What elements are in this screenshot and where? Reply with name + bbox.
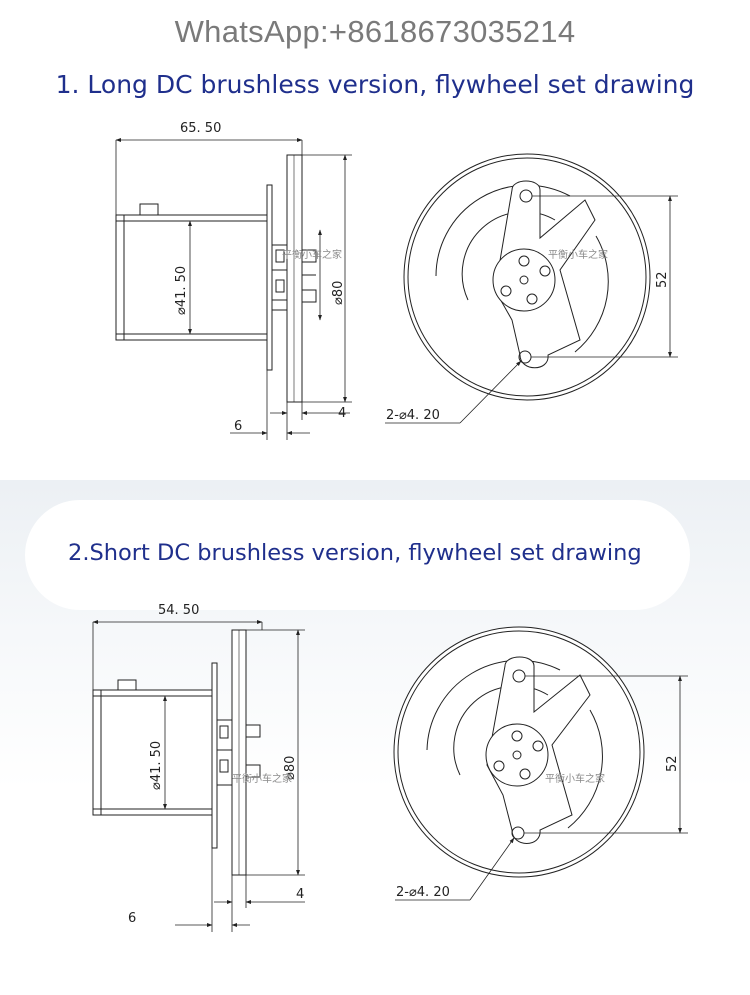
dim-spacing-2: 52 <box>665 755 680 772</box>
dim-flange-2: 6 <box>128 911 136 926</box>
section-2-front-dimensions <box>395 675 688 901</box>
dim-length-2: 54. 50 <box>158 603 199 618</box>
connector-tab <box>117 679 137 691</box>
dim-flange-1: 6 <box>234 419 242 434</box>
section-1-front-view <box>403 153 651 401</box>
hub-disc <box>492 248 556 312</box>
dim-wheel-dia-1: ⌀80 <box>331 281 346 305</box>
section-2-dimensions <box>92 620 305 932</box>
motor-flange <box>211 662 218 849</box>
section-1-side-view <box>115 154 317 403</box>
watermark-cn-side-1: 平衡小车之家 <box>282 248 342 261</box>
dim-motor-dia-1: ⌀41. 50 <box>174 266 189 315</box>
motor-body <box>115 214 269 341</box>
dim-motor-dia-2: ⌀41. 50 <box>149 741 164 790</box>
dim-plate-2: 4 <box>296 887 304 902</box>
watermark-cn-2: 平衡小车之家 <box>545 772 605 785</box>
section-1-dimensions <box>115 138 352 440</box>
title-pill <box>25 500 690 610</box>
connector-tab <box>139 203 159 216</box>
section-2-side-view <box>92 629 261 876</box>
watermark-cn-1: 平衡小车之家 <box>548 248 608 261</box>
hub-disc <box>485 723 549 787</box>
dim-wheel-dia-2: ⌀80 <box>283 756 298 780</box>
watermark-cn-side-2: 平衡小车之家 <box>232 772 292 785</box>
dim-spacing-1: 52 <box>655 271 670 288</box>
dim-plate-1: 4 <box>338 406 346 421</box>
whatsapp-watermark: WhatsApp:+8618673035214 <box>174 14 576 49</box>
motor-body <box>92 689 214 816</box>
section-1-title: 1. Long DC brushless version, flywheel s… <box>55 70 695 99</box>
dim-length-1: 65. 50 <box>180 121 221 136</box>
section-2-front-view <box>393 626 645 878</box>
section-1-front-dimensions <box>385 195 678 424</box>
dim-holes-2: 2-⌀4. 20 <box>396 885 450 900</box>
dim-holes-1: 2-⌀4. 20 <box>386 408 440 423</box>
motor-flange <box>266 184 273 371</box>
section-2-title: 2.Short DC brushless version, flywheel s… <box>68 540 642 566</box>
wheel-plate <box>286 154 303 403</box>
